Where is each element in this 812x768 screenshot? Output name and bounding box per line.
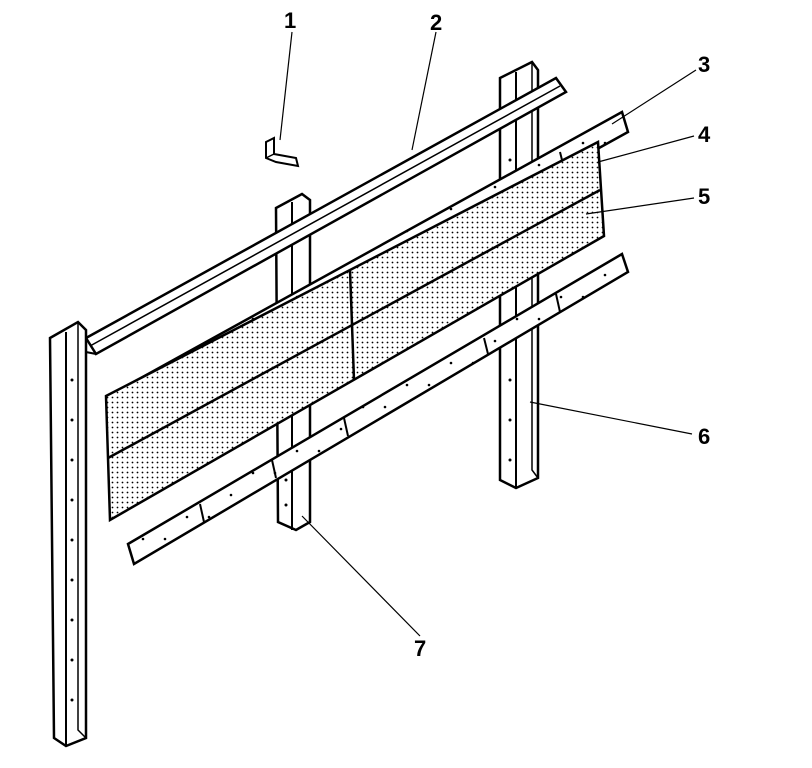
lower-spacer-strip [126,252,630,566]
callout-4: 4 [698,122,711,147]
perforated-panel [104,140,606,523]
callout-2: 2 [430,10,442,35]
callout-1: 1 [284,8,296,33]
angle-bracket [265,136,300,168]
callout-3: 3 [698,52,710,77]
left-vertical-stud [48,320,88,748]
top-rail [84,76,568,356]
callout-6: 6 [698,424,710,449]
callout-5: 5 [698,184,710,209]
callout-7: 7 [414,636,426,661]
leader-lines [279,31,697,637]
